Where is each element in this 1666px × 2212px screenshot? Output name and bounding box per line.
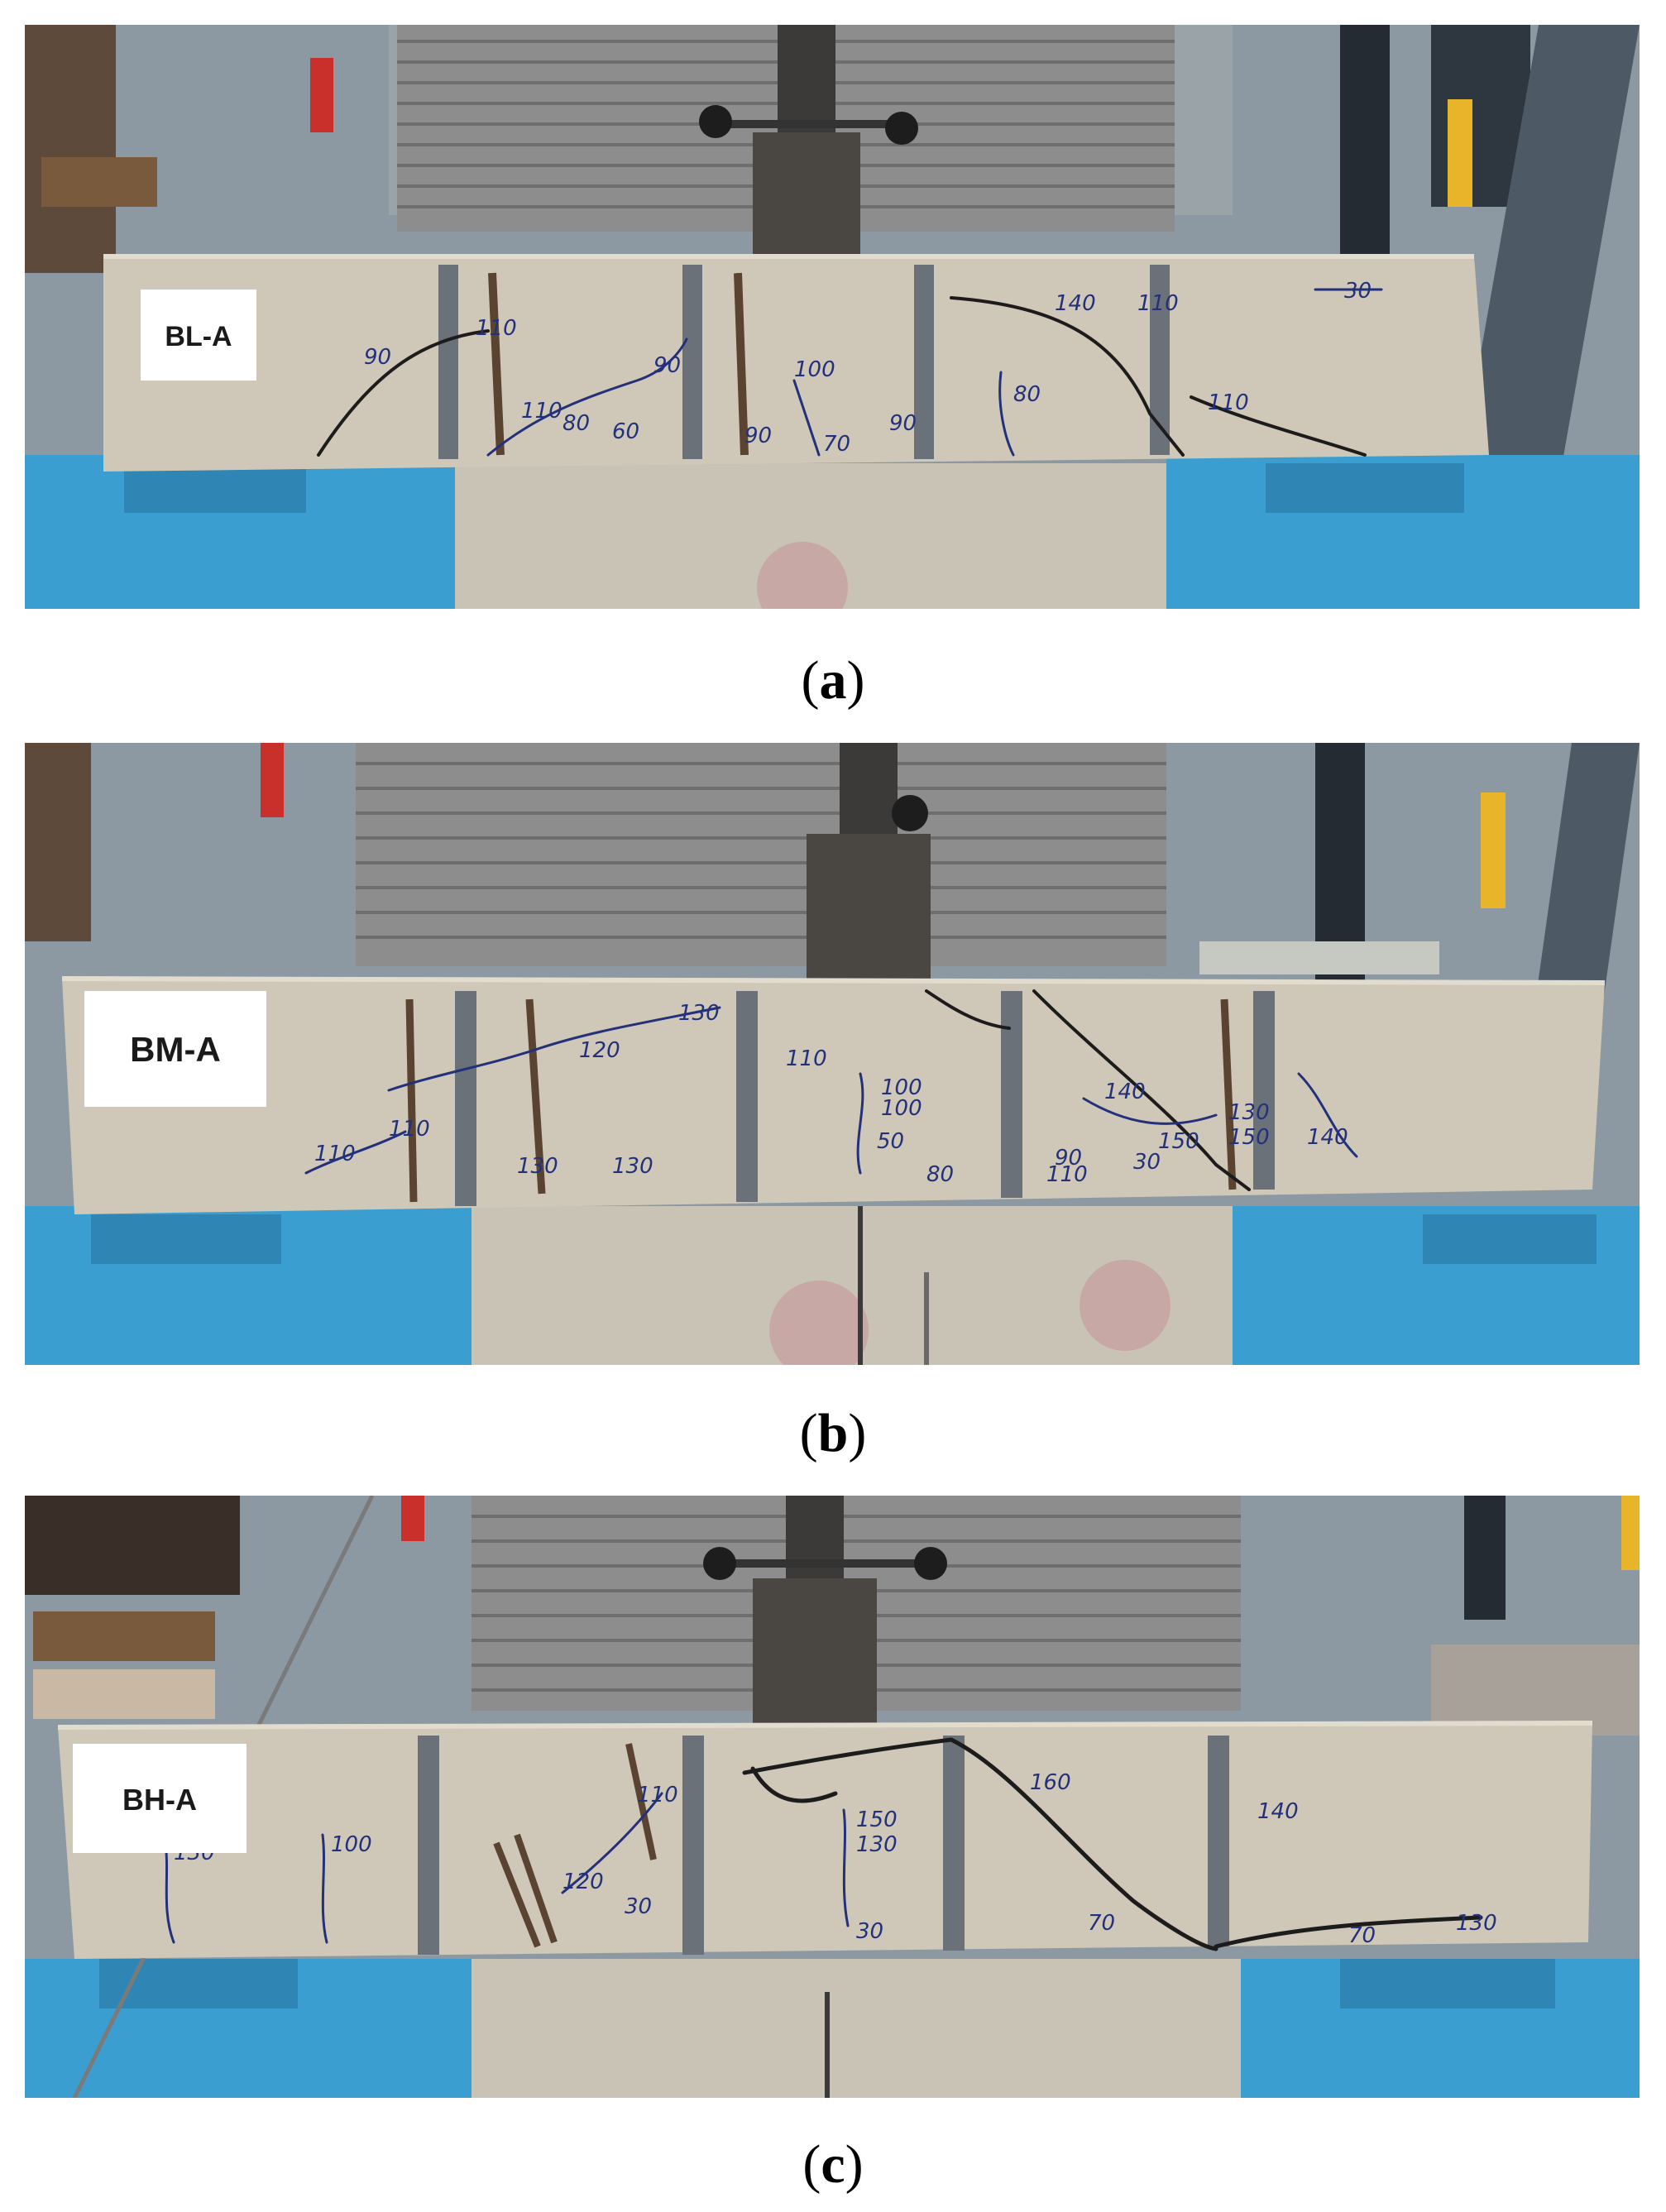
- crack-mark: 140: [1104, 1080, 1146, 1104]
- fire-extinguisher-icon: [261, 743, 284, 817]
- crack-mark: 70: [1348, 1923, 1376, 1948]
- crack-mark: 150: [856, 1807, 898, 1832]
- concrete-beam: 110 110 120 130 130 110 130 100 110 100 …: [61, 976, 1606, 1214]
- crack-mark: 90: [653, 353, 681, 378]
- crack-mark: 110: [314, 1142, 356, 1166]
- photo-panel-c: 130 100 120 110 130 30 150 30 160 140 70…: [25, 1496, 1640, 2098]
- crack-mark: 100: [881, 1075, 922, 1100]
- specimen-label-card: BL-A: [141, 290, 256, 381]
- hydraulic-actuator: [807, 743, 931, 983]
- specimen-label: BM-A: [130, 1030, 221, 1069]
- crack-mark: 130: [678, 1001, 720, 1026]
- crack-mark: 60: [612, 419, 639, 444]
- support-left: [25, 1959, 472, 2098]
- crack-mark: 110: [1208, 390, 1249, 415]
- hydraulic-actuator: [703, 1496, 947, 1736]
- crack-mark: 130: [612, 1154, 653, 1179]
- crack-mark: 70: [823, 432, 850, 457]
- crack-mark: 140: [1307, 1125, 1348, 1150]
- specimen-label-card: BM-A: [84, 991, 266, 1107]
- crack-mark: 110: [786, 1046, 827, 1071]
- specimen-label: BL-A: [165, 321, 232, 352]
- crack-mark: 130: [1228, 1100, 1270, 1125]
- support-left: [25, 1206, 472, 1365]
- crack-mark: 90: [364, 345, 391, 370]
- crack-mark: 140: [1257, 1799, 1299, 1824]
- caption-b: (b): [799, 1403, 867, 1463]
- crack-mark: 100: [331, 1832, 372, 1857]
- roller-shutter: [356, 743, 1166, 966]
- photo-panel-b: 110 110 120 130 130 110 130 100 110 100 …: [25, 743, 1640, 1365]
- crack-mark: 130: [856, 1832, 898, 1857]
- crack-mark: 120: [563, 1870, 604, 1894]
- support-right: [1166, 455, 1640, 609]
- crack-mark: 110: [1046, 1162, 1088, 1187]
- crack-mark: 150: [1158, 1129, 1199, 1154]
- caption-a: (a): [801, 650, 865, 711]
- crack-mark: 110: [1137, 291, 1179, 316]
- fire-extinguisher-icon: [401, 1496, 424, 1541]
- spirit-level: [1199, 941, 1439, 974]
- crack-mark: 130: [517, 1154, 558, 1179]
- crack-mark: 90: [889, 411, 917, 436]
- crack-mark: 50: [877, 1129, 904, 1154]
- crack-mark: 130: [1456, 1911, 1497, 1936]
- crack-mark: 30: [1344, 279, 1372, 304]
- crack-mark: 30: [856, 1919, 883, 1944]
- crack-mark: 160: [1030, 1770, 1071, 1795]
- fire-extinguisher-icon: [310, 58, 333, 132]
- crack-mark: 110: [521, 399, 563, 424]
- specimen-label: BH-A: [122, 1783, 197, 1817]
- beam-test-photo-a: 90 110 110 80 60 90 100 90 70 90 80 110 …: [25, 25, 1640, 609]
- crack-mark: 150: [1228, 1125, 1270, 1150]
- specimen-label-card: BH-A: [73, 1744, 247, 1853]
- crack-mark: 80: [926, 1162, 954, 1187]
- beam-test-photo-c: 130 100 120 110 130 30 150 30 160 140 70…: [25, 1496, 1640, 2098]
- crack-mark: 100: [881, 1096, 922, 1121]
- support-left: [25, 455, 455, 609]
- crack-mark: 140: [1055, 291, 1096, 316]
- crack-mark: 30: [1133, 1150, 1161, 1175]
- support-right: [1241, 1959, 1640, 2098]
- photo-panel-a: 90 110 110 80 60 90 100 90 70 90 80 110 …: [25, 25, 1640, 609]
- crack-mark: 120: [579, 1038, 620, 1063]
- beam-test-photo-b: 110 110 120 130 130 110 130 100 110 100 …: [25, 743, 1640, 1365]
- concrete-beam: 90 110 110 80 60 90 100 90 70 90 80 110 …: [103, 254, 1489, 472]
- crack-mark: 110: [476, 316, 517, 341]
- crack-mark: 90: [744, 424, 772, 448]
- caption-c: (c): [802, 2134, 864, 2195]
- crack-mark: 110: [637, 1783, 678, 1807]
- crack-mark: 30: [625, 1894, 652, 1919]
- concrete-beam: 130 100 120 110 130 30 150 30 160 140 70…: [57, 1721, 1593, 1959]
- crack-mark: 110: [389, 1117, 430, 1142]
- lvdt-sensor: [858, 1206, 929, 1365]
- crack-mark: 80: [1013, 382, 1041, 407]
- crack-mark: 100: [794, 357, 835, 382]
- crack-mark: 80: [563, 411, 590, 436]
- crack-mark: 70: [1088, 1911, 1115, 1936]
- support-right: [1233, 1206, 1640, 1365]
- crack-mark: 90: [1055, 1146, 1082, 1171]
